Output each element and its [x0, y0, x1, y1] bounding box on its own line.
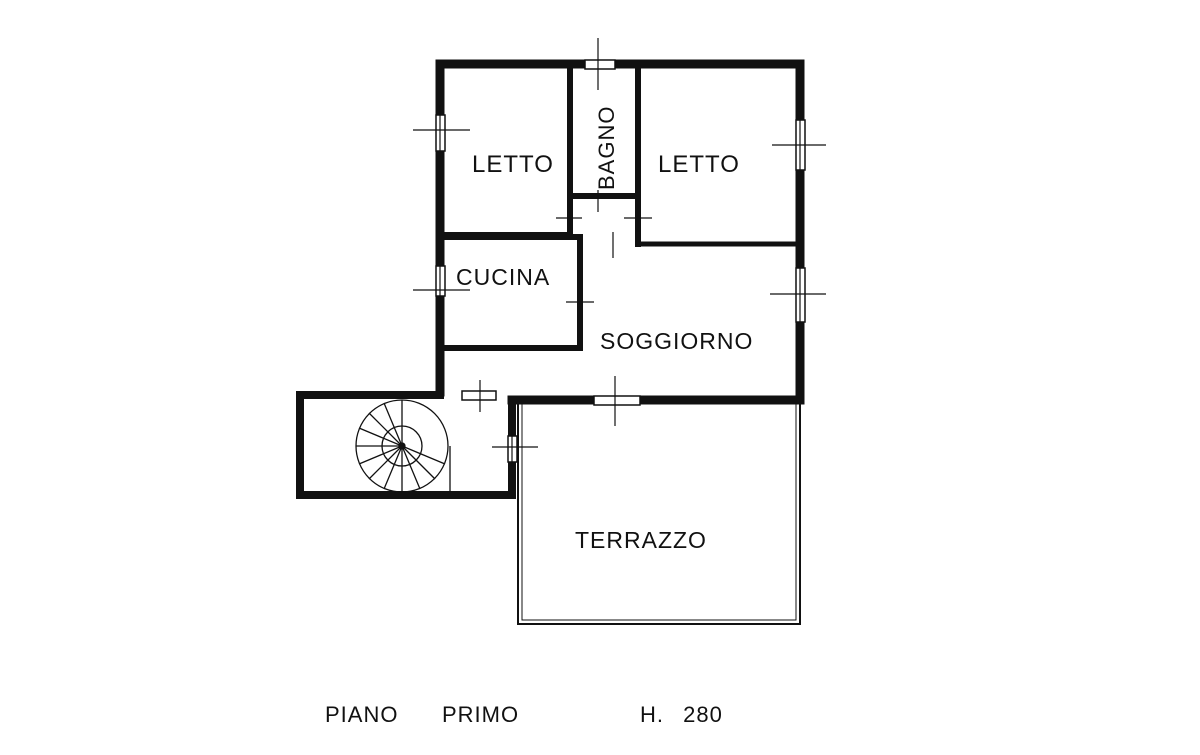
spiral-staircase	[355, 399, 451, 493]
room-label-cucina: CUCINA	[456, 264, 550, 290]
terrazzo-outline-inner	[521, 403, 797, 621]
door-stair	[461, 390, 497, 401]
cucina-wall	[440, 234, 583, 351]
room-label-letto-left: LETTO	[472, 151, 554, 178]
window-bagno	[584, 59, 616, 70]
floor-height-label: H. 280	[640, 702, 723, 727]
room-label-letto-right: LETTO	[658, 151, 740, 178]
outer-wall-main	[435, 59, 805, 405]
window-crosses	[413, 38, 826, 466]
footer: PIANO PRIMO H. 280	[325, 702, 723, 727]
floor-label-primo: PRIMO	[442, 702, 519, 727]
room-label-bagno: BAGNO	[594, 106, 619, 190]
door-soggiorno-terrazzo	[593, 395, 641, 406]
room-label-soggiorno: SOGGIORNO	[600, 328, 753, 354]
room-labels: LETTO BAGNO LETTO CUCINA SOGGIORNO TERRA…	[456, 106, 753, 553]
terrazzo-outline	[517, 401, 801, 625]
floor-label-piano: PIANO	[325, 702, 398, 727]
room-label-terrazzo: TERRAZZO	[575, 527, 707, 553]
